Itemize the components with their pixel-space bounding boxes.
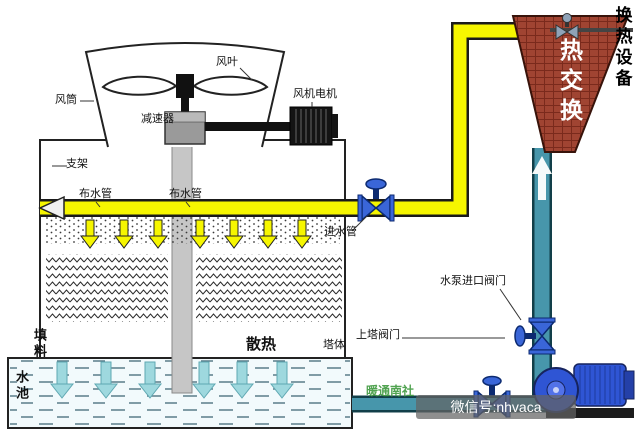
heat-dissipation-label: 散热 <box>246 336 277 353</box>
reducer-box <box>164 111 206 145</box>
support-label: 支架 <box>66 158 88 170</box>
tower-body-label: 塔体 <box>323 339 345 351</box>
watermark-wechat-text: 微信号:nhvaca <box>450 399 542 415</box>
hot-water-pipe <box>38 22 550 221</box>
reducer-label: 减速器 <box>141 113 174 125</box>
fan-assembly <box>84 42 338 148</box>
label-pointer-lines <box>52 67 522 339</box>
water-pipe-left-label: 布水管 <box>79 188 112 200</box>
water-pipe-right-label: 布水管 <box>169 188 202 200</box>
hx-top-valve-icon <box>555 13 579 40</box>
fan-cowl-label: 风筒 <box>55 94 77 106</box>
spray-zone <box>46 216 340 249</box>
heat-exchange-panel-label: 热交换 <box>556 38 583 128</box>
filler-label: 填料 <box>31 328 47 360</box>
water-pool-label: 水池 <box>13 370 29 402</box>
pump-inlet-valve-icon <box>514 317 556 355</box>
fan-motor-label: 风机电机 <box>293 88 337 100</box>
pump-icon <box>533 363 635 418</box>
heat-exchange-equipment-label: 换热设备 <box>612 6 632 90</box>
center-shaft <box>171 142 193 394</box>
inlet-valve-icon <box>357 178 395 222</box>
pump-inlet-valve-label: 水泵进口阀门 <box>440 275 506 287</box>
heat-exchanger-shape <box>511 13 633 153</box>
up-tower-valve-label: 上塔阀门 <box>356 329 400 341</box>
fan-motor-box <box>289 106 338 146</box>
watermark-wechat-badge: 微信号:nhvaca <box>416 395 576 419</box>
fan-blade-label: 风叶 <box>216 56 238 68</box>
inlet-pipe-label: 进水管 <box>324 226 357 238</box>
filler-blocks <box>46 254 342 322</box>
watermark-brand: 暖通南社 <box>366 384 415 398</box>
